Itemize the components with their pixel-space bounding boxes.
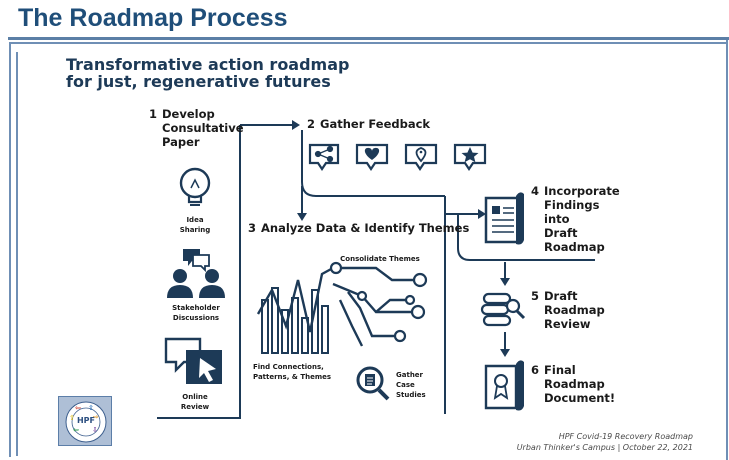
svg-text:⇧: ⇧ xyxy=(69,414,75,422)
certificate-icon xyxy=(484,360,524,411)
share-icon xyxy=(308,143,340,171)
find-connections-label: Find Connections, Patterns, & Themes xyxy=(253,362,343,382)
step-2-line-1: Gather Feedback xyxy=(320,117,431,131)
step1-boundary-line xyxy=(157,125,241,419)
diagram-heading: Transformative action roadmap for just, … xyxy=(66,56,406,90)
step-5-line-2: Roadmap xyxy=(544,303,605,317)
network-branch-side xyxy=(375,298,406,313)
step-1-line-1: Develop xyxy=(162,107,215,121)
arrowhead-step5 xyxy=(500,278,510,286)
arrowheads xyxy=(292,120,510,357)
step-4-line-5: Roadmap xyxy=(544,240,605,254)
heading-line-1: Transformative action roadmap xyxy=(66,55,350,74)
case-studies-line-1: Gather xyxy=(396,371,423,379)
svg-text:⇦: ⇦ xyxy=(73,426,79,434)
step-2-label: 2 Gather Feedback xyxy=(307,117,430,131)
location-pin-icon xyxy=(404,143,438,171)
lightbulb-icon xyxy=(179,167,211,206)
feedback-icon-row xyxy=(308,143,487,171)
connector-lines xyxy=(157,124,595,419)
step-2-number: 2 xyxy=(307,117,316,131)
footer-line-2: Urban Thinker's Campus | October 22, 202… xyxy=(516,443,693,452)
slide-title: The Roadmap Process xyxy=(18,4,288,32)
step-1-line-3: Paper xyxy=(162,135,200,149)
step-4-line-2: Findings xyxy=(544,198,600,212)
online-chat-icon xyxy=(164,337,222,384)
step4-underline xyxy=(457,214,595,261)
people-discussion-icon xyxy=(167,249,225,298)
footer-line-1: HPF Covid-19 Recovery Roadmap xyxy=(558,432,693,441)
svg-text:⇦: ⇦ xyxy=(75,404,81,412)
arrowhead-step2 xyxy=(292,120,300,130)
step-6-line-3: Document! xyxy=(544,391,616,405)
case-studies-line-3: Studies xyxy=(396,391,426,399)
analysis-bar-chart xyxy=(256,266,334,354)
step-4-line-1: Incorporate xyxy=(544,184,620,198)
step-3-line-1: Analyze Data & Identify Themes xyxy=(261,221,470,235)
step-4-line-3: into xyxy=(544,212,570,226)
step-5-number: 5 xyxy=(531,289,540,303)
step-3-number: 3 xyxy=(248,221,257,235)
step-4-number: 4 xyxy=(531,184,540,198)
network-branch-mid xyxy=(332,282,412,314)
arrowhead-step4 xyxy=(478,209,486,219)
idea-sharing-label: Idea Sharing xyxy=(170,215,220,235)
step-3-label: 3 Analyze Data & Identify Themes xyxy=(248,221,469,235)
heading-line-2: for just, regenerative futures xyxy=(66,72,331,91)
star-icon xyxy=(453,143,487,171)
step-1-label: 1 Develop Consultative Paper xyxy=(149,107,244,149)
idea-sharing-line-1: Idea xyxy=(186,216,204,224)
step-6-label: 6 Final Roadmap Document! xyxy=(531,363,615,405)
idea-sharing-line-2: Sharing xyxy=(179,226,211,234)
online-review-line-1: Online xyxy=(182,393,208,401)
arrowhead-step3 xyxy=(297,213,307,221)
step-6-number: 6 xyxy=(531,363,540,377)
books-magnifier-icon xyxy=(480,292,526,327)
step-5-label: 5 Draft Roadmap Review xyxy=(531,289,605,331)
hpf-logo-icon: ⇦ ⇧ ⇨ ⇩ ⇦ ⇧ HPF xyxy=(58,396,112,446)
network-branch-top xyxy=(333,266,414,282)
step-6-line-2: Roadmap xyxy=(544,377,605,391)
step-6-line-1: Final xyxy=(544,363,576,377)
step-5-line-3: Review xyxy=(544,317,591,331)
gather-case-studies-label: Gather Case Studies xyxy=(396,370,426,400)
title-divider xyxy=(8,37,729,40)
arrowhead-step6 xyxy=(500,349,510,357)
theme-network xyxy=(332,266,414,347)
stakeholder-line-2: Discussions xyxy=(172,314,220,322)
consolidate-themes-text: Consolidate Themes xyxy=(340,255,420,263)
step-1-line-2: Consultative xyxy=(162,121,244,135)
case-studies-line-2: Case xyxy=(396,381,415,389)
step-5-line-1: Draft xyxy=(544,289,578,303)
online-review-line-2: Review xyxy=(180,403,210,411)
stakeholder-discussions-label: Stakeholder Discussions xyxy=(166,303,226,323)
network-nodes xyxy=(329,261,428,343)
network-branch-bottom xyxy=(338,299,364,347)
step-4-line-4: Draft xyxy=(544,226,578,240)
step-1-number: 1 xyxy=(149,107,158,121)
logo-text: HPF xyxy=(76,416,96,425)
network-branch-low xyxy=(347,291,394,338)
online-review-label: Online Review xyxy=(170,392,220,412)
connector-2-to-4 xyxy=(301,130,445,197)
connections-line-2: Patterns, & Themes xyxy=(253,373,332,381)
connections-line-1: Find Connections, xyxy=(253,363,324,371)
frame-left-edge xyxy=(16,52,18,456)
magnifier-case-study-icon xyxy=(356,366,390,401)
svg-text:⇧: ⇧ xyxy=(88,404,94,412)
step-4-label: 4 Incorporate Findings into Draft Roadma… xyxy=(531,184,620,254)
document-icon xyxy=(484,192,524,245)
svg-text:⇨: ⇨ xyxy=(93,413,99,421)
stakeholder-line-1: Stakeholder xyxy=(172,304,220,312)
consolidate-themes-label: Consolidate Themes xyxy=(340,254,420,264)
svg-text:⇩: ⇩ xyxy=(92,426,98,434)
slide-frame xyxy=(9,42,727,457)
frame-right-edge xyxy=(726,40,728,460)
heart-icon xyxy=(355,143,389,171)
